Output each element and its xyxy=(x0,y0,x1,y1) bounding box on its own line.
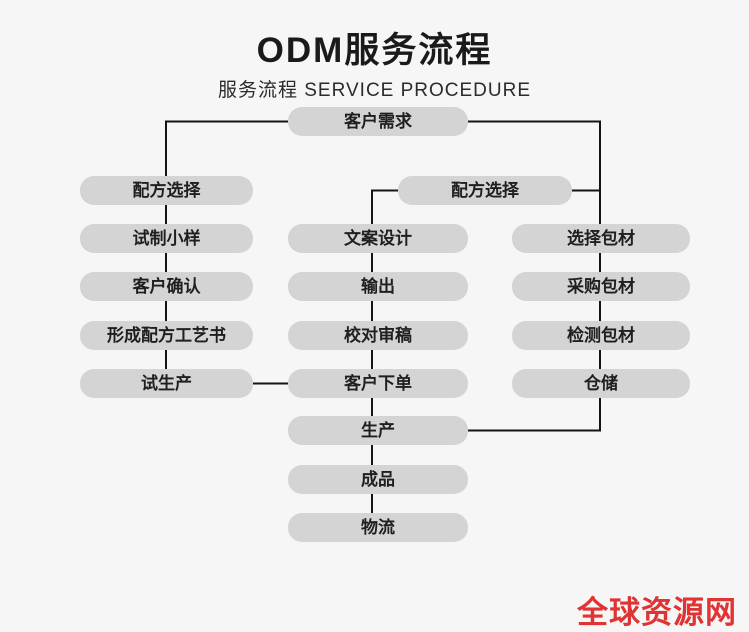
node-customer-demand: 客户需求 xyxy=(288,107,468,136)
node-customer-confirmation: 客户确认 xyxy=(80,272,253,301)
connector-middle-branch xyxy=(371,189,398,513)
node-trial-production: 试生产 xyxy=(80,369,253,398)
node-warehousing: 仓储 xyxy=(512,369,690,398)
page-title: ODM服务流程 xyxy=(256,31,493,70)
node-formula-process-book: 形成配方工艺书 xyxy=(80,321,253,350)
node-trial-sample: 试制小样 xyxy=(80,224,253,253)
node-output: 输出 xyxy=(288,272,468,301)
page-subtitle: 服务流程 SERVICE PROCEDURE xyxy=(217,80,532,101)
site-watermark-logo: 全球资源网 xyxy=(577,595,737,630)
node-formula-selection-right: 配方选择 xyxy=(398,176,572,205)
node-proofreading: 校对审稿 xyxy=(288,321,468,350)
node-purchase-packaging: 采购包材 xyxy=(512,272,690,301)
node-formula-selection-left: 配方选择 xyxy=(80,176,253,205)
node-logistics: 物流 xyxy=(288,513,468,542)
node-test-packaging: 检测包材 xyxy=(512,321,690,350)
node-production: 生产 xyxy=(288,416,468,445)
node-finished-product: 成品 xyxy=(288,465,468,494)
node-select-packaging: 选择包材 xyxy=(512,224,690,253)
node-customer-order: 客户下单 xyxy=(288,369,468,398)
node-copy-design: 文案设计 xyxy=(288,224,468,253)
